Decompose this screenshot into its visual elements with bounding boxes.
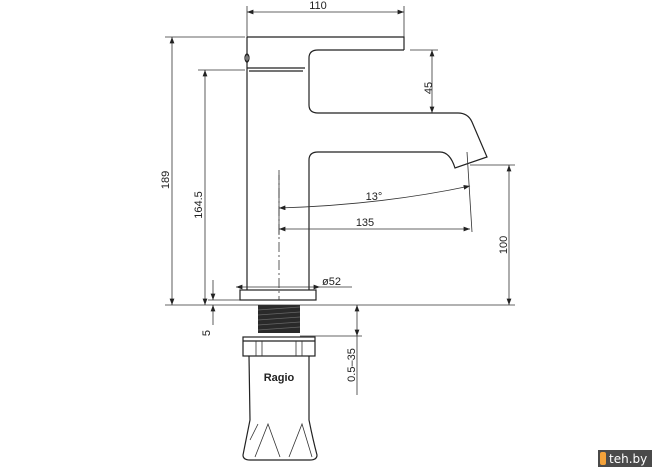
dim-body-height: 164.5 [193,191,205,219]
watermark-logo-icon [600,452,606,465]
mounting-shank [242,305,318,461]
watermark-text: teh.by [609,451,648,466]
dim-spout-angle: 13° [366,191,383,203]
dim-handle-height: 45 [423,82,435,94]
watermark: teh.by [598,450,653,467]
faucet-body [239,36,488,301]
brand-mark: Ragio [264,372,295,384]
dim-handle-length: 110 [309,0,327,12]
dim-counter-thickness: 0.5–35 [346,348,358,382]
dim-spout-reach: 135 [356,217,374,229]
dim-total-height: 189 [160,171,172,189]
dim-spout-height: 100 [498,236,510,254]
dim-base-diameter: ø52 [322,276,341,288]
dimension-lines [165,6,515,395]
dim-base-thickness: 5 [201,330,213,336]
